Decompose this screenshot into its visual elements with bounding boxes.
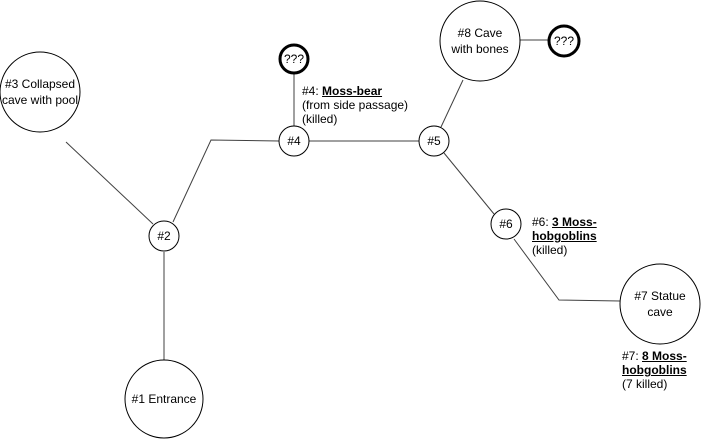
room-4-label: #4 — [287, 134, 301, 148]
room-4-note-prefix: #4: — [302, 84, 323, 98]
room-7-node — [619, 263, 701, 345]
room-6-monster-name-2: hobgoblins — [532, 229, 597, 243]
room-2-label: #2 — [157, 229, 171, 243]
room-4-monster-name: Moss-bear — [322, 84, 383, 98]
room-6-note-title: #6: 3 Moss- — [532, 215, 597, 229]
unknown-room-node-1 — [278, 43, 310, 75]
room-4-note-title: #4: Moss-bear — [302, 84, 408, 98]
edge-5-8 — [440, 79, 464, 128]
room-6-monster-name-1: 3 Moss- — [552, 215, 597, 229]
room-7-note-title: #7: 8 Moss- — [622, 349, 687, 363]
edge-2-3 — [65, 141, 154, 225]
room-6-label: #6 — [499, 217, 513, 231]
room-6-note: #6: 3 Moss- hobgoblins (killed) — [532, 215, 597, 257]
room-4-note-detail-1: (from side passage) — [302, 98, 409, 112]
room-3-label: #3 Collapsed cave with pool — [1, 77, 79, 107]
edge-5-6 — [443, 152, 495, 215]
room-6-note-detail: (killed) — [532, 243, 568, 257]
room-6-node — [490, 208, 522, 240]
room-7-label: #7 Statue cave — [634, 289, 686, 319]
unknown-room-label-1: ??? — [283, 52, 305, 66]
unknown-room-label-2: ??? — [553, 34, 575, 48]
room-7-note-prefix: #7: — [622, 349, 643, 363]
edge-2-4 — [172, 139, 280, 223]
room-8-node — [439, 0, 521, 82]
room-7-monster-name-1: 8 Moss- — [642, 349, 687, 363]
edge-6-7 — [513, 238, 621, 302]
room-1-node — [124, 359, 204, 439]
unknown-room-node-2 — [547, 24, 581, 58]
room-7-monster-name-2: hobgoblins — [622, 363, 687, 377]
room-8-label: #8 Cave with bones — [451, 26, 509, 56]
room-7-note: #7: 8 Moss- hobgoblins (7 killed) — [622, 349, 687, 391]
room-1-label: #1 Entrance — [131, 392, 197, 406]
room-4-node — [278, 125, 310, 157]
room-6-note-prefix: #6: — [532, 215, 553, 229]
room-7-note-detail: (7 killed) — [622, 377, 668, 391]
room-5-label: #5 — [427, 134, 441, 148]
room-4-note: #4: Moss-bear (from side passage) (kille… — [302, 84, 408, 126]
room-5-node — [418, 125, 450, 157]
room-2-node — [148, 220, 180, 252]
room-4-note-detail-2: (killed) — [302, 112, 338, 126]
room-3-node — [0, 51, 81, 133]
